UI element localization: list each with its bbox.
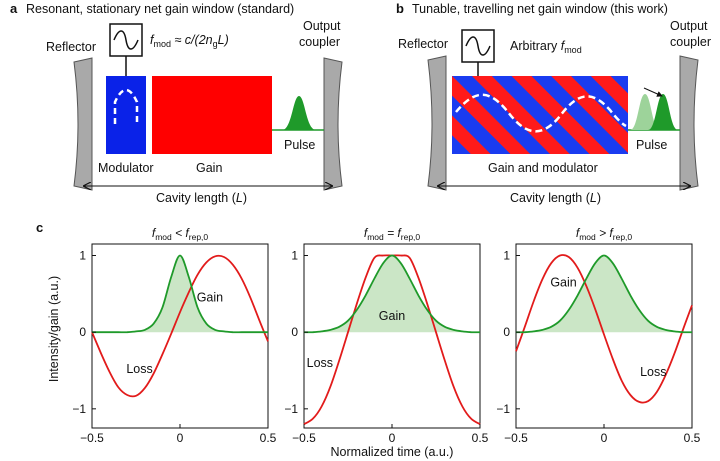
plot-equal-xtick-label: 0.5	[472, 431, 489, 445]
plot-equal-ytick-label: −1	[284, 402, 298, 416]
panel-a: a Resonant, stationary net gain window (…	[10, 1, 343, 205]
panel-a-output-label-2: coupler	[299, 35, 340, 49]
panel-b-arbitrary-fmod: Arbitrary fmod	[510, 39, 582, 55]
plot-greater-ytick-label: −1	[496, 402, 510, 416]
plot-greater-gain-line	[515, 254, 693, 334]
plot-equal-xtick-label: 0	[389, 431, 396, 445]
plot-less-loss-label: Loss	[126, 362, 152, 376]
panel-c-letter: c	[36, 220, 43, 235]
panel-b-pulse-shape	[648, 94, 678, 130]
panel-a-gain-block	[152, 76, 272, 154]
panel-b-letter: b	[396, 1, 404, 16]
plot-less-xtick-label: −0.5	[80, 431, 104, 445]
panel-b-output-label-1: Output	[670, 19, 708, 33]
plot-equal-gain-label: Gain	[379, 309, 405, 323]
plot-greater-loss-line	[515, 254, 693, 404]
panel-b-cavity-label: Cavity length (L)	[510, 191, 601, 205]
plot-equal-ytick-label: 1	[291, 249, 298, 263]
panel-b: b Tunable, travelling net gain window (t…	[396, 1, 711, 205]
plot-greater-gain-label: Gain	[550, 275, 576, 289]
panel-a-gain-label: Gain	[196, 161, 222, 175]
panel-b-sine-icon	[465, 36, 491, 56]
panel-a-fmod-equation: fmod ≈ c/(2ngL)	[150, 33, 229, 49]
panel-b-gain-modulator-block	[452, 76, 628, 154]
plot-equal-gain-line	[303, 254, 481, 334]
plot-greater-title: fmod > frep,0	[576, 226, 633, 242]
panel-b-medium-label: Gain and modulator	[488, 161, 598, 175]
plot-equal-title: fmod = frep,0	[364, 226, 421, 242]
plot-less-loss-line	[91, 254, 269, 398]
plot-greater-xtick-label: 0	[601, 431, 608, 445]
plot-greater-ytick-label: 1	[503, 249, 510, 263]
panel-b-output-coupler-mirror	[679, 55, 699, 191]
panel-a-output-label-1: Output	[303, 19, 341, 33]
panel-a-modulator-block	[106, 76, 146, 154]
plot-equal-loss-label: Loss	[307, 356, 333, 370]
plot-less-xtick-label: 0	[177, 431, 184, 445]
panel-c: c Intensity/gain (a.u.) Normalized time …	[36, 220, 701, 459]
plot-greater-xtick-label: 0.5	[684, 431, 701, 445]
panel-b-title: Tunable, travelling net gain window (thi…	[412, 2, 668, 16]
panel-b-output-label-2: coupler	[670, 35, 711, 49]
plot-greater-xtick-label: −0.5	[504, 431, 528, 445]
plot-equal-gain-fill	[304, 255, 480, 333]
panel-a-letter: a	[10, 1, 18, 16]
plot-greater-loss-label: Loss	[640, 365, 666, 379]
plot-equal-ytick-label: 0	[291, 325, 298, 339]
panel-b-signal-generator-icon	[461, 29, 495, 63]
panel-b-reflector-label: Reflector	[398, 37, 448, 51]
panel-a-modulator-label: Modulator	[98, 161, 154, 175]
plot-greater-gain-fill	[516, 255, 692, 333]
plot-equal-xtick-label: −0.5	[292, 431, 316, 445]
panel-c-xlabel: Normalized time (a.u.)	[331, 445, 454, 459]
panel-a-sine-icon	[113, 30, 139, 50]
panel-a-output-coupler-mirror	[323, 57, 343, 191]
panel-a-cavity-label: Cavity length (L)	[156, 191, 247, 205]
panel-b-pulse-motion-arrow	[643, 87, 663, 97]
plot-less-ytick-label: −1	[72, 402, 86, 416]
panel-a-pulse-shape	[282, 96, 316, 130]
plot-greater-ytick-label: 0	[503, 325, 510, 339]
plot-less-gain-label: Gain	[197, 291, 223, 305]
panel-a-reflector-mirror	[73, 57, 93, 191]
panel-a-reflector-label: Reflector	[46, 40, 96, 54]
panel-b-pulse-ghost	[630, 94, 660, 130]
plot-less-ytick-label: 0	[79, 325, 86, 339]
panel-b-reflector-mirror	[427, 55, 447, 191]
panel-a-title: Resonant, stationary net gain window (st…	[26, 2, 294, 16]
plot-less-gain-line	[92, 254, 268, 334]
plot-less-gain-fill	[92, 255, 268, 333]
panel-a-pulse-label: Pulse	[284, 138, 315, 152]
plot-less-ytick-label: 1	[79, 249, 86, 263]
plot-less-xtick-label: 0.5	[260, 431, 277, 445]
panel-b-pulse-label: Pulse	[636, 138, 667, 152]
plot-less-title: fmod < frep,0	[152, 226, 209, 242]
panel-c-ylabel: Intensity/gain (a.u.)	[47, 276, 61, 382]
panel-a-modulator-window	[113, 88, 139, 124]
